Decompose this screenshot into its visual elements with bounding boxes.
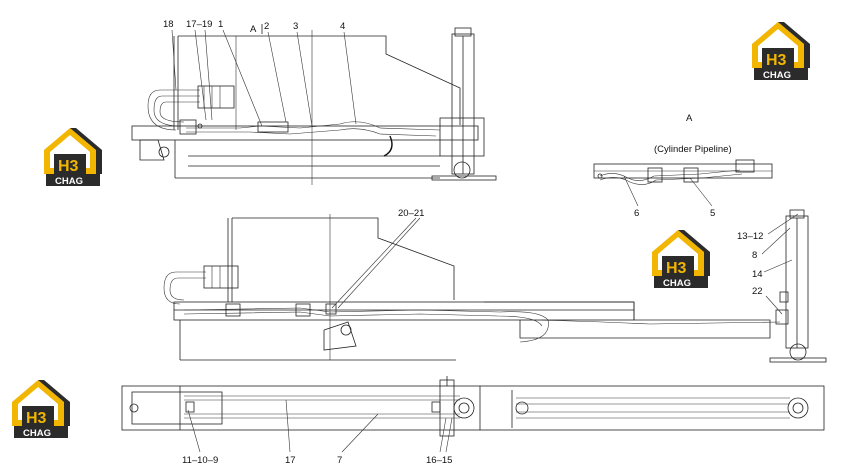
callout-1: 1 xyxy=(218,19,223,30)
top-view-callouts: 18 17–19 1 A 2 3 4 xyxy=(163,19,357,127)
callout-13-12: 13–12 xyxy=(737,231,763,242)
callout-18: 18 xyxy=(163,19,174,30)
svg-text:CHAG: CHAG xyxy=(763,70,791,81)
svg-text:H3: H3 xyxy=(58,158,79,175)
callout-6: 6 xyxy=(634,208,639,219)
bottom-view-callouts: 11–10–9 17 7 16–15 xyxy=(182,399,452,466)
brand-logo-left-top: H3 CHAG xyxy=(44,128,102,187)
callout-20-21: 20–21 xyxy=(398,208,424,219)
view-middle-extended xyxy=(163,209,827,363)
callout-7: 7 xyxy=(337,455,342,466)
callout-11-10-9: 11–10–9 xyxy=(182,455,218,466)
callout-22: 22 xyxy=(752,286,763,297)
svg-text:H3: H3 xyxy=(666,260,687,277)
svg-text:H3: H3 xyxy=(766,52,787,69)
section-label-a: A xyxy=(250,24,257,35)
detail-a-cylinder-pipeline: A (Cylinder Pipeline) 6 5 xyxy=(593,113,773,219)
brand-logo-middle: H3 CHAG xyxy=(652,230,710,289)
svg-text:CHAG: CHAG xyxy=(663,278,691,289)
callout-16-15: 16–15 xyxy=(426,455,452,466)
detail-title: (Cylinder Pipeline) xyxy=(654,144,732,155)
svg-text:CHAG: CHAG xyxy=(23,428,51,439)
view-top-retracted xyxy=(131,27,497,185)
svg-text:H3: H3 xyxy=(26,410,47,427)
callout-14: 14 xyxy=(752,269,763,280)
callout-3: 3 xyxy=(293,21,298,32)
callout-17: 17 xyxy=(285,455,296,466)
view-bottom-plan xyxy=(121,376,825,437)
detail-section-label: A xyxy=(686,113,693,124)
callout-17-19: 17–19 xyxy=(186,19,212,30)
svg-text:CHAG: CHAG xyxy=(55,176,83,187)
callout-2: 2 xyxy=(264,21,269,32)
middle-view-callouts: 20–21 13–12 8 14 22 xyxy=(331,208,799,315)
brand-logo-top-right: H3 CHAG xyxy=(752,22,810,81)
callout-5: 5 xyxy=(710,208,715,219)
callout-4: 4 xyxy=(340,21,345,32)
brand-logo-left-bottom: H3 CHAG xyxy=(12,380,70,439)
callout-8: 8 xyxy=(752,250,757,261)
